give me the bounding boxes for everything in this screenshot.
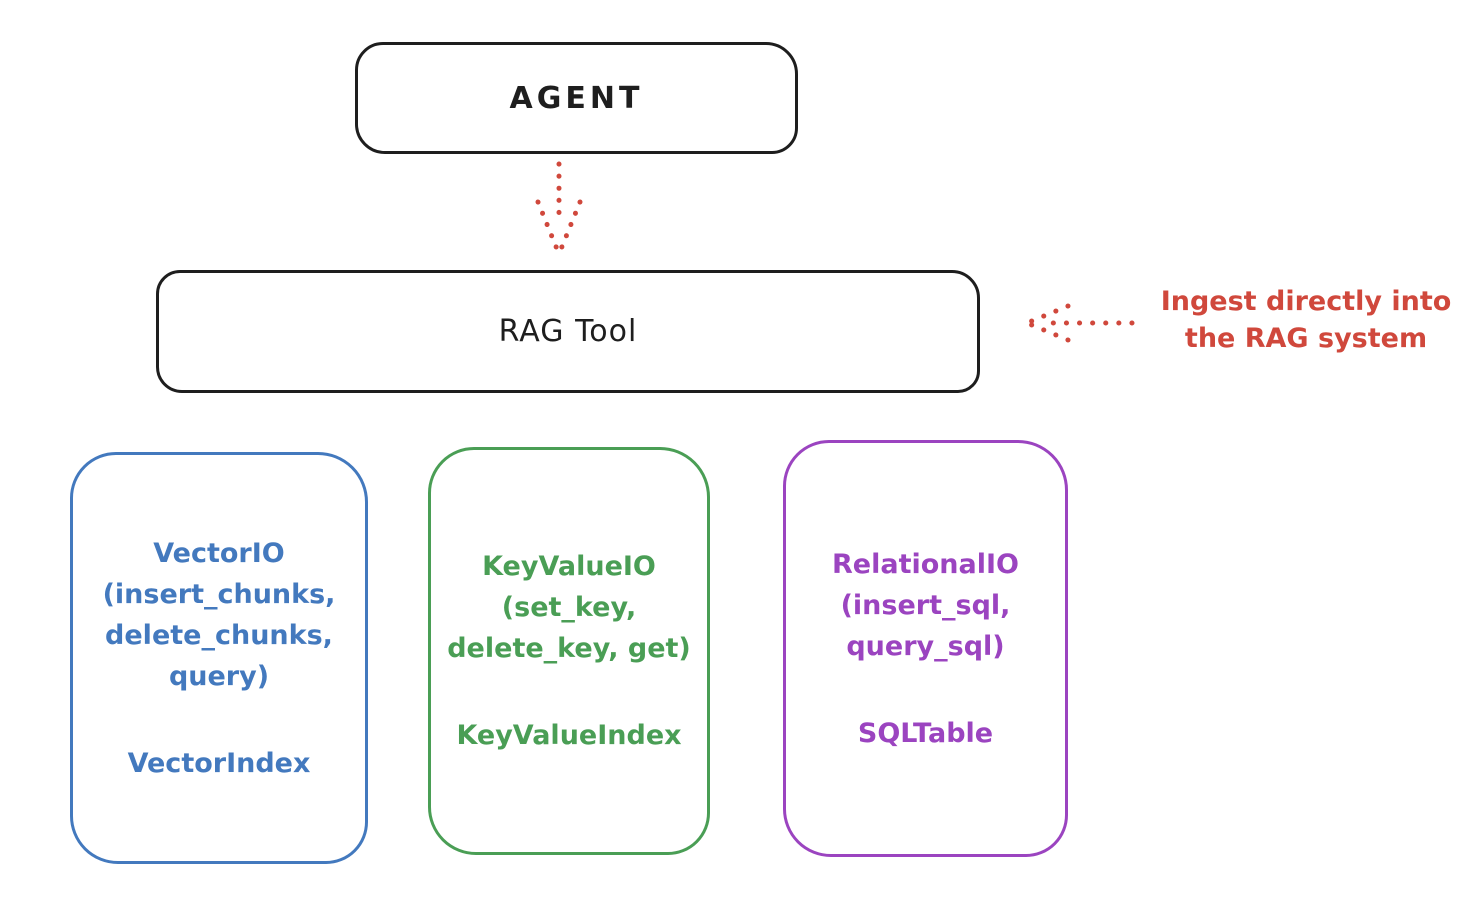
backend-box-vector-io: VectorIO (insert_chunks, delete_chunks, … [70, 452, 368, 864]
backend-line: (set_key, [501, 592, 637, 623]
backend-line: (insert_chunks, [102, 578, 336, 610]
rag-tool-label: RAG Tool [498, 314, 638, 349]
backend-line: query) [168, 660, 270, 692]
backend-line: KeyValueIO [482, 551, 656, 582]
backend-box-keyvalue-io: KeyValueIO (set_key, delete_key, get) Ke… [428, 447, 710, 855]
backend-line: RelationalIO [832, 548, 1019, 580]
arrow-left-strokes [1024, 303, 1135, 343]
backend-box-relational-io: RelationalIO (insert_sql, query_sql) SQL… [783, 440, 1068, 857]
backend-line: delete_chunks, [105, 619, 333, 651]
backend-line: (insert_sql, [840, 589, 1011, 621]
backend-line: VectorIO [153, 537, 285, 569]
backend-index-label: VectorIndex [127, 747, 311, 779]
agent-box: AGENT [355, 42, 798, 154]
agent-to-ragtool-arrow-icon [535, 161, 583, 257]
agent-label: AGENT [509, 80, 644, 116]
arrow-down-strokes [535, 161, 583, 257]
backend-index-label: KeyValueIndex [456, 720, 682, 751]
ingest-annotation-line1: Ingest directly into [1160, 286, 1452, 317]
ingest-annotation-line2: the RAG system [1184, 323, 1428, 354]
ingest-arrow-icon [1024, 303, 1135, 343]
backend-line: query_sql) [846, 630, 1005, 662]
backend-line: delete_key, get) [447, 633, 691, 664]
rag-tool-box: RAG Tool [156, 270, 980, 393]
backend-index-label: SQLTable [857, 717, 994, 749]
ingest-annotation: Ingest directly into the RAG system [1138, 283, 1474, 357]
